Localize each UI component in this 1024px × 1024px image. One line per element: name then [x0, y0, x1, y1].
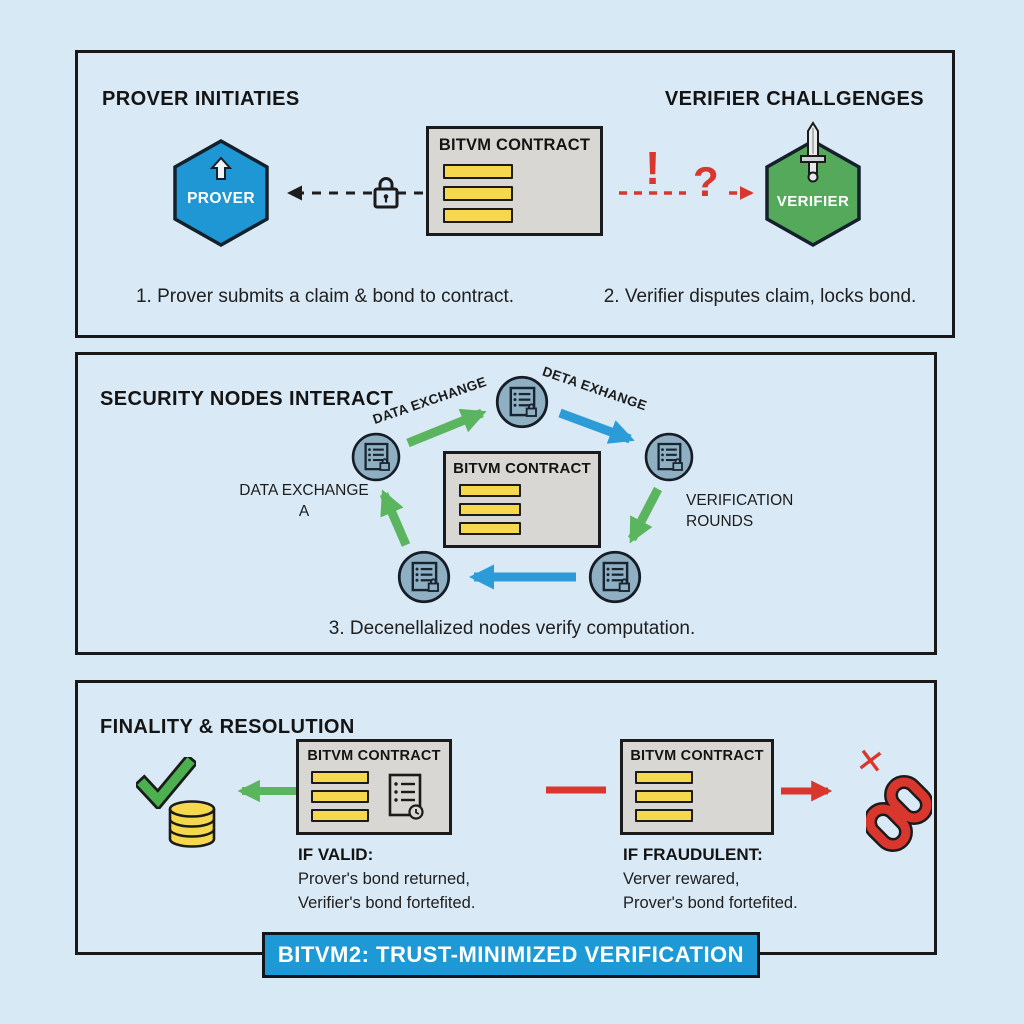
if-valid-heading: IF VALID: [298, 845, 374, 864]
if-fraudulent-heading: IF FRAUDULENT: [623, 845, 763, 864]
caption-step2: 2. Verifier disputes claim, locks bond. [603, 286, 917, 307]
up-arrow-icon [209, 156, 233, 180]
security-node-icon [495, 375, 549, 429]
contract-bars [635, 771, 771, 822]
panel1-title-right: VERIFIER CHALLGENGES [664, 87, 924, 110]
caption-step3: 3. Decenellalized nodes verify computati… [328, 618, 696, 639]
contract-bars [443, 164, 600, 223]
label-data-exchange-left: DATA EXCHANGE A [239, 482, 369, 520]
coins-icon [168, 800, 216, 848]
contract-bars [459, 484, 598, 535]
verifier-node: VERIFIER [763, 121, 863, 248]
if-valid-text: IF VALID: Prover's bond returned, Verifi… [298, 845, 476, 912]
contract-bar [459, 522, 521, 535]
label-verification-rounds: VERIFICATION ROUNDS [686, 492, 794, 530]
bitvm2-banner: BITVM2: TRUST-MINIMIZED VERIFICATION [262, 932, 760, 978]
contract-title: BITVM CONTRACT [438, 136, 591, 154]
contract-bar [635, 809, 693, 822]
prover-hexagon [173, 138, 269, 248]
security-node-icon [588, 550, 642, 604]
panel-prover-verifier: PROVER INITIATIES VERIFIER CHALLGENGES P… [75, 50, 955, 338]
panel3-title: FINALITY & RESOLUTION [100, 715, 355, 738]
bitvm-contract-box-fraud: BITVM CONTRACT [620, 739, 774, 835]
broken-chain-icon [866, 775, 932, 852]
document-icon [388, 773, 424, 820]
contract-title: BITVM CONTRACT [630, 748, 764, 764]
contract-bar [311, 790, 369, 803]
contract-bar [311, 809, 369, 822]
panel1-title-left: PROVER INITIATIES [102, 87, 300, 110]
caption-step1: 1. Prover submits a claim & bond to cont… [135, 286, 515, 307]
if-fraudulent-text: IF FRAUDULENT: Verver rewared, Prover's … [623, 845, 798, 912]
contract-bar [459, 503, 521, 516]
verifier-label: VERIFIER [776, 193, 850, 210]
label-data-exchange-upper-right: DETA EXHANGE [540, 363, 649, 414]
verifier-hexagon [765, 138, 861, 248]
contract-bar [443, 208, 513, 223]
contract-bar [443, 164, 513, 179]
contract-title: BITVM CONTRACT [453, 460, 591, 477]
bitvm2-banner-label: BITVM2: TRUST-MINIMIZED VERIFICATION [277, 942, 745, 967]
security-node-icon [397, 550, 451, 604]
bitvm-contract-box-valid: BITVM CONTRACT [296, 739, 452, 835]
bitvm-contract-box-1: BITVM CONTRACT [426, 126, 603, 236]
panel2-title: SECURITY NODES INTERACT [100, 387, 394, 410]
panel-finality-resolution: FINALITY & RESOLUTION BITVM CONTRACT [75, 680, 937, 955]
exclamation-mark: ! [645, 142, 661, 194]
contract-bar [443, 186, 513, 201]
contract-bar [311, 771, 369, 784]
lock-icon [373, 177, 399, 209]
security-node-icon [644, 432, 694, 482]
sword-icon [800, 121, 826, 183]
security-node-icon [351, 432, 401, 482]
bitvm-contract-box-2: BITVM CONTRACT [443, 451, 601, 548]
contract-bar [459, 484, 521, 497]
contract-title: BITVM CONTRACT [307, 748, 441, 764]
contract-bar [635, 771, 693, 784]
checkmark-icon [136, 757, 196, 809]
panel-security-nodes: SECURITY NODES INTERACT BITVM CONTRACT D… [75, 352, 937, 655]
prover-node: PROVER [171, 138, 271, 248]
question-mark: ? [693, 158, 719, 205]
prover-label: PROVER [187, 190, 255, 207]
contract-bars [311, 771, 369, 822]
contract-bar [635, 790, 693, 803]
